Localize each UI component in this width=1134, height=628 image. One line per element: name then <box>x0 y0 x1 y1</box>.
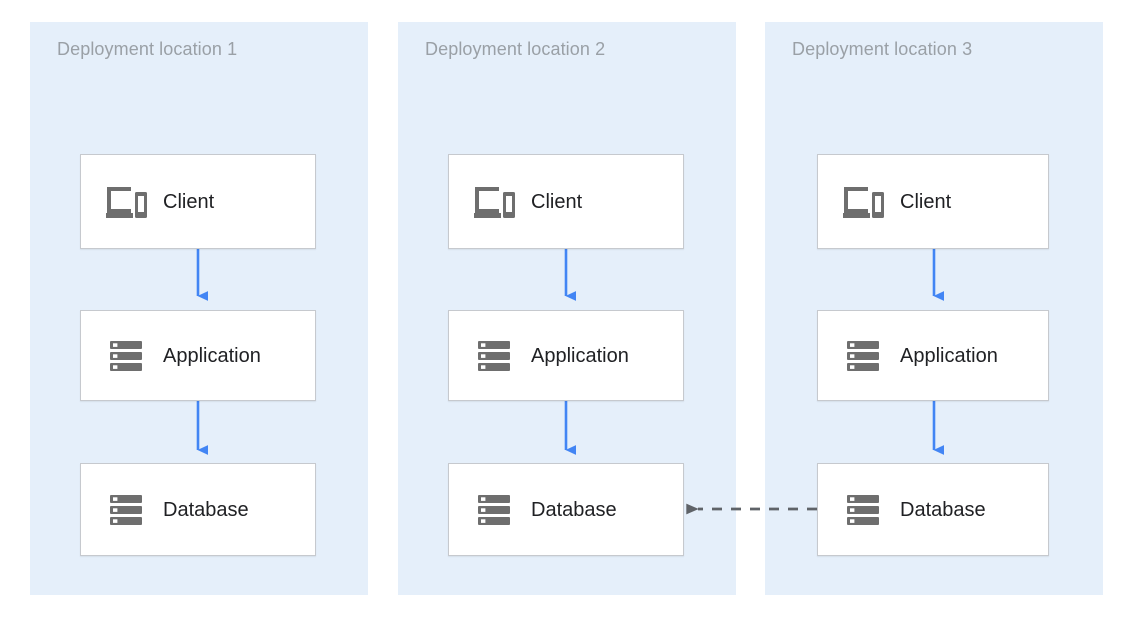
zone-2-node-application[interactable]: Application <box>448 310 684 401</box>
zone-1-title: Deployment location 1 <box>57 39 238 59</box>
zone-1-node-application[interactable]: Application <box>80 310 316 401</box>
zone-1-node-database[interactable]: Database <box>80 463 316 556</box>
devices-icon <box>471 180 517 224</box>
zone-1-node-client-label: Client <box>163 190 215 213</box>
zone-3-title: Deployment location 3 <box>792 39 973 59</box>
zone-3-node-application-label: Application <box>900 344 998 367</box>
zone-2-node-client[interactable]: Client <box>448 154 684 249</box>
zone-3-node-client[interactable]: Client <box>817 154 1049 249</box>
zone-2-title: Deployment location 2 <box>425 39 606 59</box>
server-icon <box>103 334 149 378</box>
zone-1-node-database-label: Database <box>163 498 249 521</box>
zone-2-node-database-label: Database <box>531 498 617 521</box>
devices-icon <box>103 180 149 224</box>
zone-3-node-client-label: Client <box>900 190 952 213</box>
zone-3-node-application[interactable]: Application <box>817 310 1049 401</box>
zone-2-node-client-label: Client <box>531 190 583 213</box>
zone-3-node-database-label: Database <box>900 498 986 521</box>
zone-1-node-application-label: Application <box>163 344 261 367</box>
server-icon <box>840 334 886 378</box>
zone-2-node-database[interactable]: Database <box>448 463 684 556</box>
zone-3-node-database[interactable]: Database <box>817 463 1049 556</box>
server-icon <box>840 488 886 532</box>
server-icon <box>471 488 517 532</box>
zone-2-node-application-label: Application <box>531 344 629 367</box>
server-icon <box>471 334 517 378</box>
zone-1-node-client[interactable]: Client <box>80 154 316 249</box>
devices-icon <box>840 180 886 224</box>
server-icon <box>103 488 149 532</box>
